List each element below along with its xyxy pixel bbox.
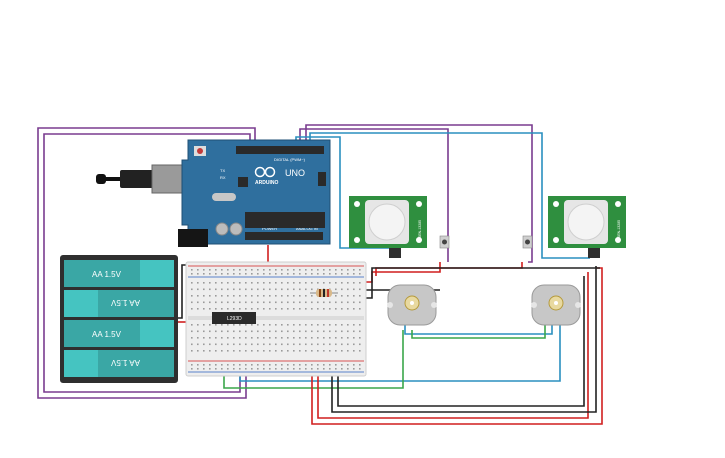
battery-cell[interactable]: AA 1.5V: [64, 320, 174, 347]
battery-cell-label: AA 1.5V: [92, 330, 122, 339]
arduino-model: UNO: [285, 168, 305, 178]
power-header: [245, 232, 323, 240]
digital-header: [236, 146, 324, 154]
atmega-chip: [245, 212, 325, 228]
dc-motor-1[interactable]: [387, 284, 437, 326]
battery-cell-label: AA 1.5V: [92, 270, 122, 279]
battery-cell[interactable]: AA 1.5V: [64, 350, 174, 377]
wire-blue-pir2[interactable]: [309, 132, 590, 259]
wire-green-2[interactable]: [411, 322, 546, 339]
dc-motor-2[interactable]: [531, 284, 581, 326]
wire-blue-motors[interactable]: [404, 322, 553, 335]
power-label: POWER: [262, 226, 277, 231]
battery-pack[interactable]: AA 1.5V AA 1.5V AA 1.5V AA 1.5V: [60, 255, 178, 383]
crystal: [212, 193, 236, 201]
battery-cell[interactable]: AA 1.5V: [64, 260, 174, 287]
rx-label: RX: [220, 175, 226, 180]
wire-purple-inner[interactable]: [43, 133, 251, 393]
capacitor-1: [215, 222, 229, 236]
pir-dome-icon: [368, 203, 406, 241]
push-button-1[interactable]: [439, 235, 450, 249]
wire-black-3[interactable]: [337, 276, 585, 407]
tx-label: TX: [220, 168, 225, 173]
digital-label: DIGITAL (PWM~): [274, 157, 306, 162]
motor-driver-label: L293D: [227, 316, 242, 322]
push-button-2[interactable]: [522, 235, 533, 249]
pir-sensor-1[interactable]: SEN-13285: [349, 196, 427, 258]
wire-black-2[interactable]: [331, 266, 597, 413]
analog-label: ANALOG IN: [296, 226, 318, 231]
arduino-logo-icon: [254, 166, 276, 178]
usb-chip: [238, 177, 248, 187]
pir-side-label: SEN-13285: [617, 220, 621, 238]
pir-side-label: SEN-13285: [418, 220, 422, 238]
power-jack[interactable]: [178, 229, 208, 247]
wire-purple-right[interactable]: [305, 124, 533, 263]
battery-cell[interactable]: AA 1.5V: [64, 290, 174, 317]
pir-sensor-2[interactable]: SEN-13285: [548, 196, 626, 258]
wire-red-5[interactable]: [317, 272, 589, 419]
arduino-uno[interactable]: DIGITAL (PWM~) POWER ANALOG IN ARDUINO U…: [178, 139, 331, 247]
wire-purple-outer[interactable]: [37, 127, 256, 399]
battery-cell-label: AA 1.5V: [110, 358, 140, 367]
pir-dome-icon: [567, 203, 605, 241]
capacitor-2: [229, 222, 243, 236]
resistor[interactable]: [310, 289, 338, 297]
wire-red-3[interactable]: [375, 262, 523, 276]
battery-cell-label: AA 1.5V: [110, 298, 140, 307]
motor-driver-chip[interactable]: L293D: [212, 312, 256, 324]
arduino-brand: ARDUINO: [255, 180, 278, 186]
usb-cable[interactable]: [96, 164, 193, 194]
